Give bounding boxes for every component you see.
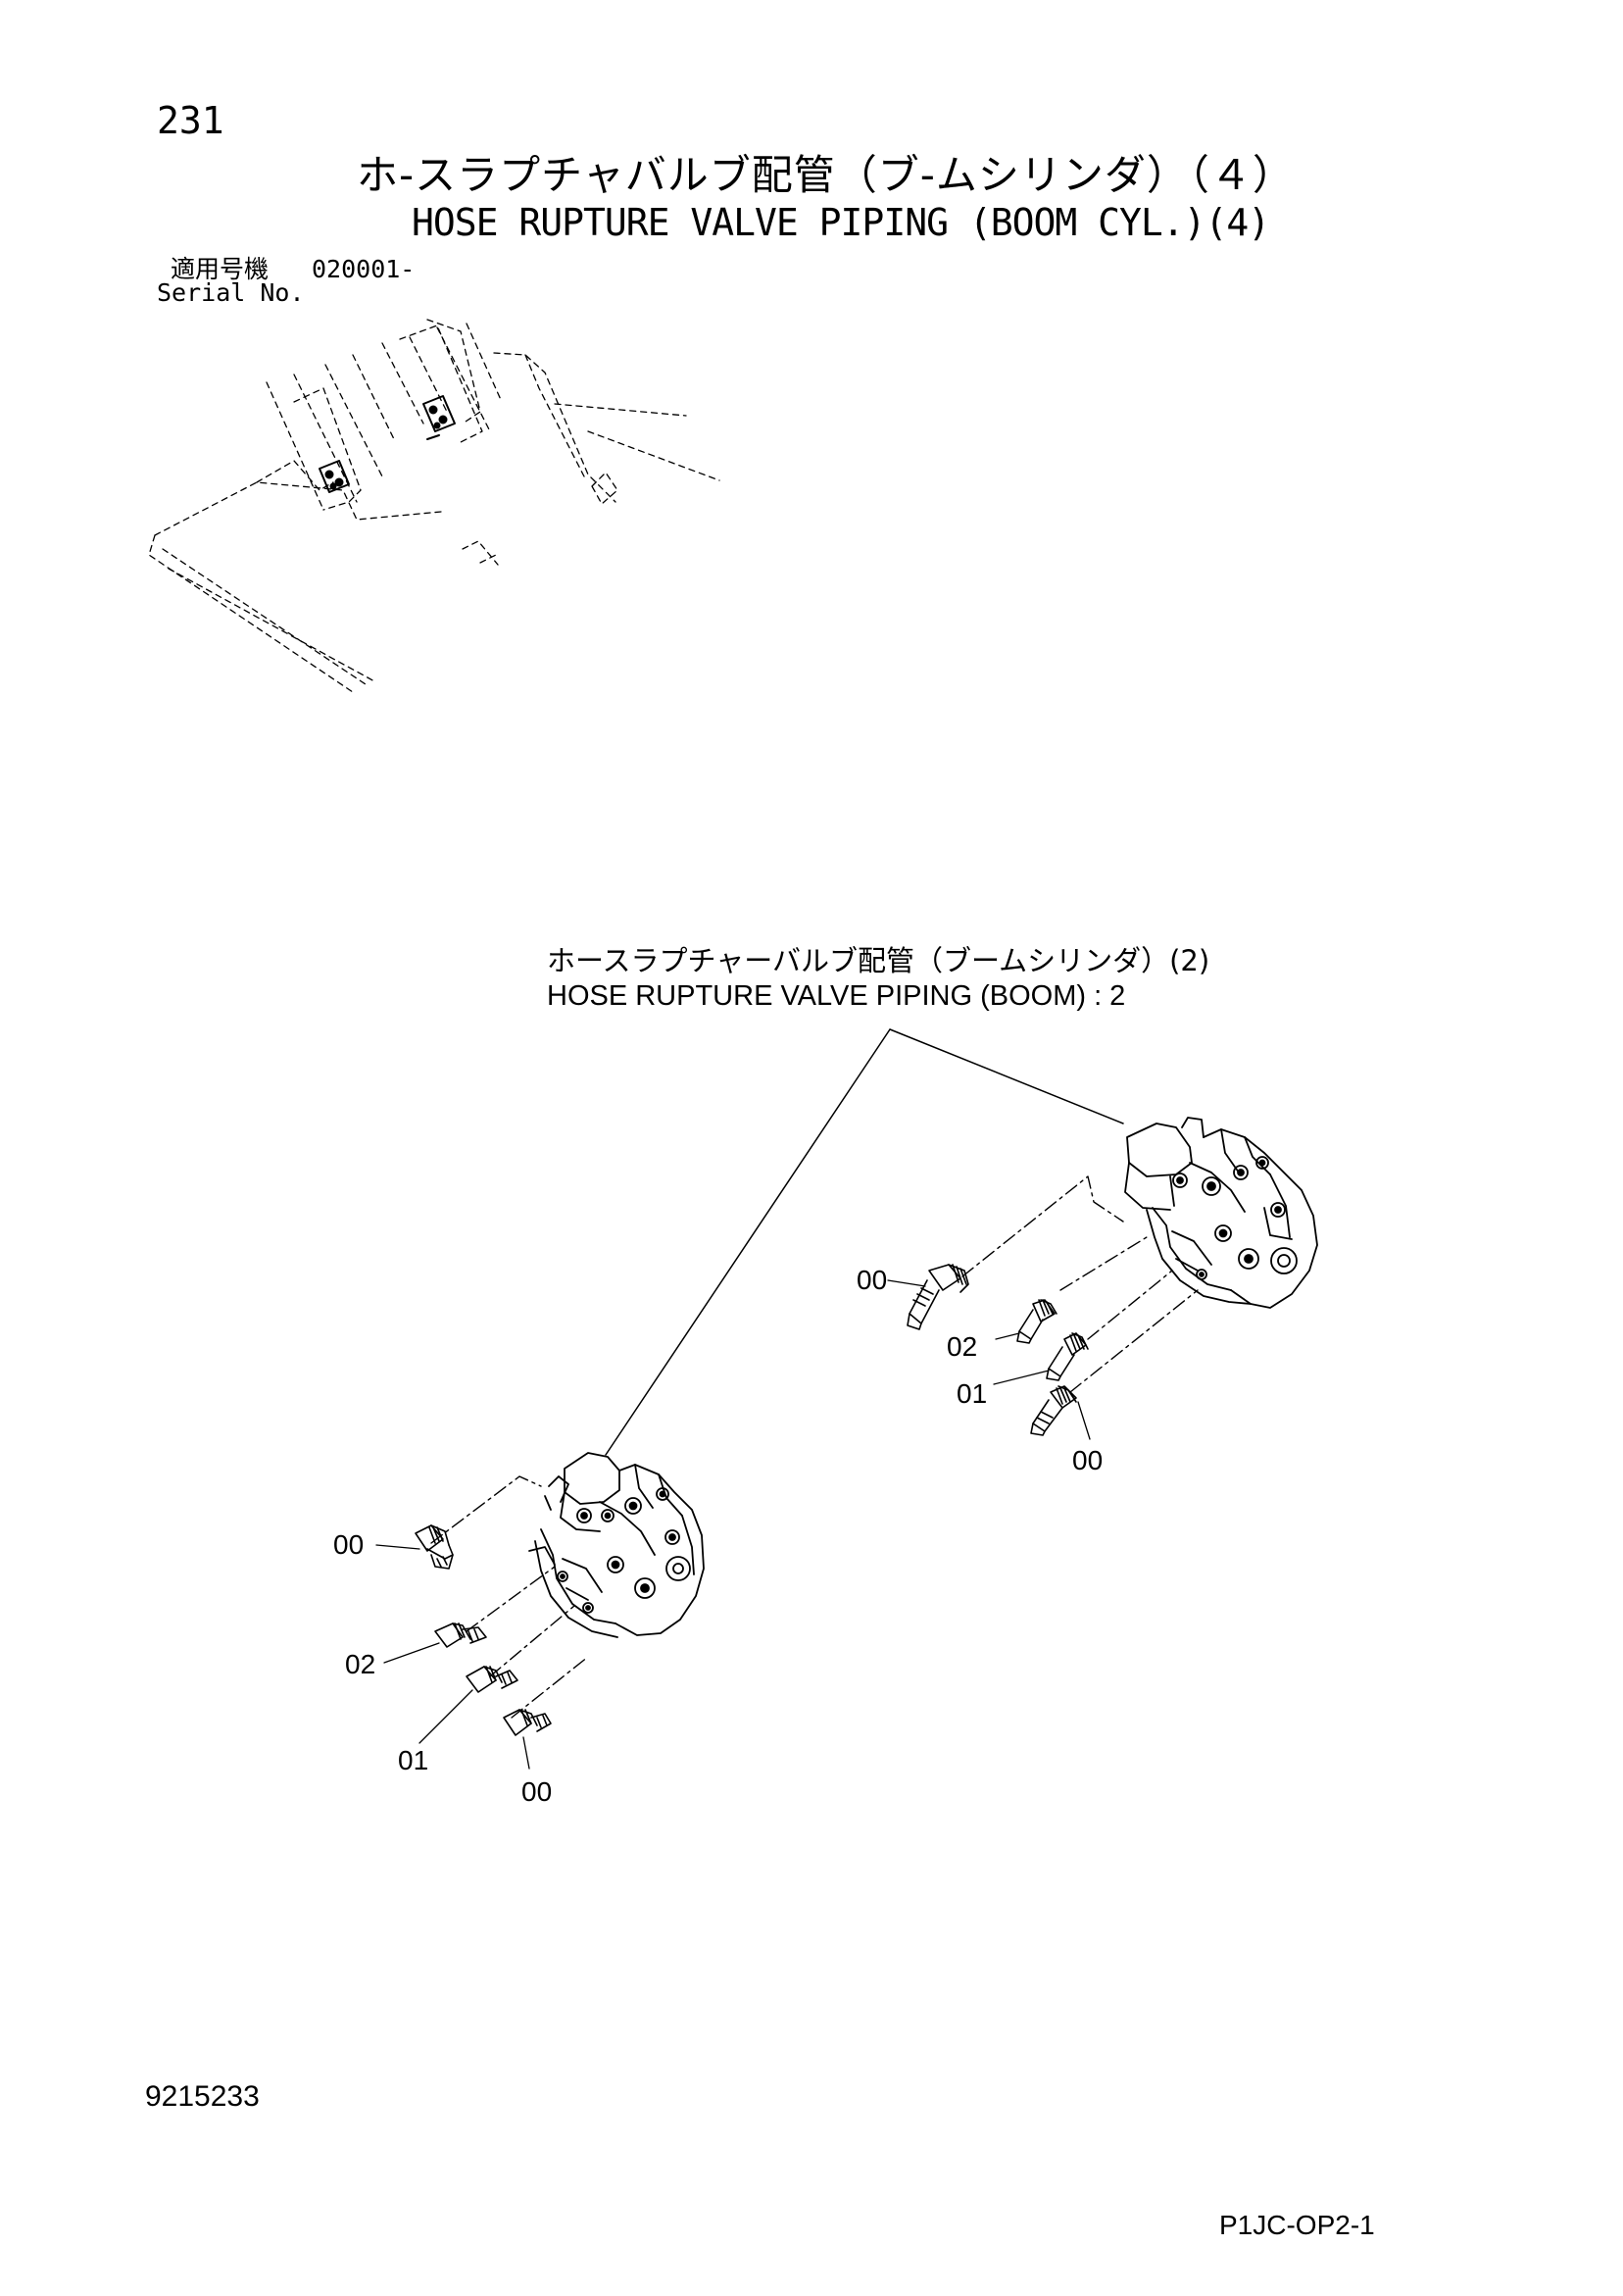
part-label-left-00-top: 00	[333, 1529, 365, 1560]
key-diagram-valve-right	[422, 395, 456, 440]
serial-number-value: 020001-	[312, 255, 416, 283]
left-valve-body	[528, 1452, 705, 1638]
key-diagram-valve-left	[319, 460, 350, 493]
right-fitting-connector-00-bottom	[1030, 1385, 1077, 1436]
left-fitting-connector-00-bottom	[503, 1709, 552, 1736]
part-label-right-02: 02	[947, 1331, 978, 1362]
part-label-left-02: 02	[345, 1649, 376, 1679]
right-assembly-centerlines	[961, 1175, 1199, 1393]
title-japanese: ホ-スラプチャバルブ配管（ブ-ムシリンダ）（４）	[357, 151, 1295, 199]
part-label-left-01: 01	[398, 1745, 429, 1775]
left-fitting-connector-02	[434, 1622, 487, 1648]
callout-leader-lines	[605, 1028, 1124, 1456]
part-label-right-00-bottom: 00	[1072, 1445, 1104, 1475]
left-fitting-elbow-00-top	[415, 1524, 454, 1570]
serial-label-english: Serial No.	[157, 278, 305, 307]
document-number: 9215233	[145, 2080, 260, 2113]
serial-label-japanese: 適用号機	[171, 255, 270, 283]
key-diagram-machine-outline	[148, 319, 720, 693]
page-code: P1JC-OP2-1	[1219, 2210, 1375, 2240]
callout-label-japanese: ホースラプチャーバルブ配管（ブームシリンダ）(2)	[547, 944, 1210, 977]
part-label-right-01: 01	[957, 1378, 988, 1409]
right-fitting-connector-02	[1016, 1299, 1057, 1344]
part-label-left-00-bottom: 00	[521, 1776, 553, 1807]
right-fitting-elbow-00-top	[907, 1264, 969, 1330]
right-valve-body	[1124, 1117, 1318, 1309]
part-label-right-00-top: 00	[857, 1265, 888, 1295]
left-part-label-leaders	[375, 1544, 530, 1770]
right-part-label-leaders	[887, 1279, 1091, 1440]
title-english: HOSE RUPTURE VALVE PIPING (BOOM CYL.)(4)	[412, 201, 1270, 244]
left-assembly-centerlines	[430, 1475, 589, 1719]
page-number: 231	[157, 99, 224, 142]
callout-label-english: HOSE RUPTURE VALVE PIPING (BOOM) : 2	[547, 980, 1126, 1012]
left-fitting-connector-01	[466, 1666, 518, 1693]
right-fitting-connector-01	[1046, 1332, 1089, 1381]
